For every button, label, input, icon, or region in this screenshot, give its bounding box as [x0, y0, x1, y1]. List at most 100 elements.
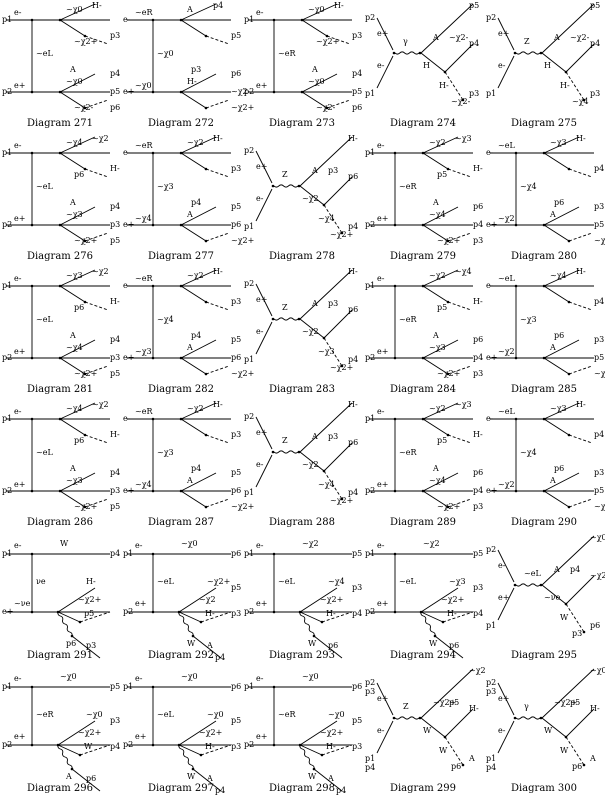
particle-label: p6 — [348, 172, 358, 181]
propagator-line — [180, 285, 207, 303]
particle-label: p4 — [110, 742, 120, 751]
particle-label: p3 — [231, 742, 241, 751]
particle-label: H- — [576, 134, 586, 143]
particle-label: p3 — [110, 486, 120, 495]
particle-label: p5 — [84, 609, 94, 618]
vertex-dot — [446, 300, 450, 304]
particle-label: e- — [498, 726, 506, 735]
particle-label: p3 — [352, 31, 362, 40]
diagram-caption: Diagram 293 — [269, 650, 335, 661]
particle-label: p1 — [2, 549, 12, 558]
particle-label: ~χ0 — [308, 77, 325, 86]
particle-label: ~χ4 — [429, 476, 446, 485]
propagator-line — [299, 451, 325, 472]
particle-label: e- — [377, 541, 385, 550]
particle-label: ~χ2- — [449, 33, 469, 42]
particle-label: p6 — [451, 762, 461, 771]
boson-propagator — [273, 450, 299, 454]
vertex-dot — [446, 239, 450, 243]
vertex-dot — [204, 300, 208, 304]
particle-label: e- — [123, 414, 131, 423]
particle-label: ~χ4 — [520, 448, 537, 457]
particle-label: H- — [205, 609, 215, 618]
particle-label: p5 — [594, 220, 604, 229]
particle-label: p4 — [191, 198, 201, 207]
particle-label: ~χ2 — [429, 138, 446, 147]
particle-label: p5 — [110, 502, 120, 511]
vertex-dot — [179, 223, 183, 227]
particle-label: ~χ2 — [498, 214, 515, 223]
propagator-line — [59, 402, 96, 420]
particle-label: ~χ2+ — [231, 369, 254, 378]
particle-label: e+ — [256, 295, 267, 304]
vertex-dot — [151, 685, 155, 689]
vertex-dot — [320, 620, 324, 624]
particle-label: ~χ0 — [328, 710, 345, 719]
particle-label: p3 — [469, 89, 479, 98]
propagator-line — [434, 635, 464, 659]
particle-label: p5 — [437, 170, 447, 179]
propagator-line — [497, 682, 515, 716]
propagator-line — [71, 635, 101, 659]
propagator-line — [422, 285, 449, 303]
propagator-line — [299, 611, 323, 623]
particle-label: ~eL — [498, 141, 515, 150]
particle-label: ~χ2+ — [554, 698, 577, 707]
vertex-dot — [340, 364, 344, 368]
propagator-line — [299, 136, 353, 187]
particle-label: ~χ2+ — [594, 502, 605, 511]
particle-label: p1 — [244, 488, 254, 497]
boson-propagator — [394, 716, 420, 720]
propagator-line — [178, 611, 202, 623]
particle-label: p6 — [231, 353, 241, 362]
particle-label: p4 — [348, 488, 358, 497]
particle-label: e+ — [377, 694, 388, 703]
propagator-line — [376, 17, 394, 51]
particle-label: p6 — [554, 331, 564, 340]
particle-label: p3 — [231, 609, 241, 618]
particle-label: p4 — [473, 220, 483, 229]
particle-label: ~χ3 — [66, 210, 83, 219]
particle-label: W — [544, 726, 553, 735]
particle-label: p3 — [328, 432, 338, 441]
particle-label: A — [327, 774, 334, 783]
particle-label: A — [432, 331, 439, 340]
particle-label: p6 — [352, 682, 362, 691]
particle-label: p6 — [554, 198, 564, 207]
particle-label: p3 — [231, 164, 241, 173]
particle-label: ~χ2+ — [320, 595, 343, 604]
particle-label: ~eR — [36, 710, 54, 719]
vertex-dot — [513, 51, 517, 55]
vertex-dot — [421, 356, 425, 360]
vertex-dot — [393, 552, 397, 556]
vertex-dot — [582, 763, 586, 767]
propagator-line — [568, 365, 593, 375]
particle-label: e- — [135, 541, 143, 550]
particle-label: ~eL — [36, 182, 53, 191]
particle-label: e- — [377, 61, 385, 70]
particle-label: p3 — [110, 31, 120, 40]
propagator-line — [422, 490, 449, 508]
propagator-line — [59, 3, 96, 21]
vertex-dot — [151, 356, 155, 360]
propagator-line — [568, 168, 593, 178]
vertex-dot — [179, 489, 183, 493]
particle-label: e- — [256, 194, 264, 203]
particle-label: p4 — [473, 486, 483, 495]
diagram-caption: Diagram 300 — [511, 783, 577, 794]
propagator-line — [180, 269, 217, 287]
particle-label: p6 — [554, 464, 564, 473]
particle-label: W — [60, 539, 69, 548]
particle-label: ~χ2+ — [231, 236, 254, 245]
particle-label: e- — [14, 674, 22, 683]
particle-label: p4 — [215, 653, 225, 662]
propagator-line — [59, 339, 96, 359]
vertex-dot — [443, 70, 447, 74]
vertex-dot — [446, 167, 450, 171]
boson-propagator — [299, 611, 315, 637]
diagram-caption: Diagram 277 — [148, 251, 214, 262]
propagator-line — [180, 339, 217, 359]
